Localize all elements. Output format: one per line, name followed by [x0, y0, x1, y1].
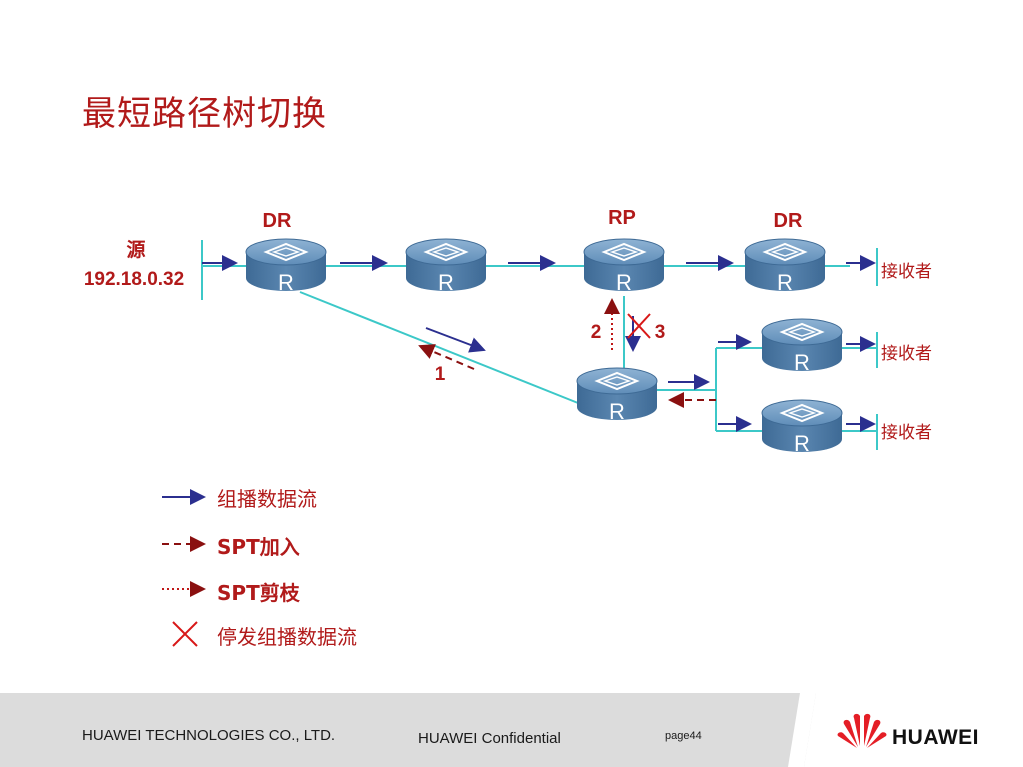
receiver-1-label: 接收者 — [881, 262, 932, 282]
huawei-logo-icon — [837, 713, 887, 748]
dr-right-label: DR — [774, 210, 803, 232]
step-3-label: 3 — [655, 322, 666, 343]
page-title: 最短路径树切换 — [82, 94, 327, 134]
footer-divider — [788, 693, 1023, 767]
multicast-flow-arrows — [202, 255, 876, 432]
router-receiver-2: R — [761, 318, 843, 375]
router-dr-left: R — [245, 238, 327, 295]
svg-text:R: R — [609, 399, 625, 424]
spt-join-arrows — [418, 344, 716, 408]
footer-company: HUAWEI TECHNOLOGIES CO., LTD. — [82, 727, 336, 744]
legend-item-multicast: 组播数据流 — [217, 487, 317, 511]
svg-text:R: R — [278, 270, 294, 295]
step-1-label: 1 — [435, 364, 446, 385]
legend: 组播数据流 SPT加入 SPT剪枝 停发组播数据流 — [162, 487, 357, 649]
router-middle: R — [405, 238, 487, 295]
step-2-label: 2 — [591, 322, 602, 343]
rp-label: RP — [608, 207, 636, 229]
svg-text:R: R — [777, 270, 793, 295]
legend-item-stop: 停发组播数据流 — [217, 625, 357, 649]
source-label: 源 — [126, 238, 145, 261]
router-receiver-3: R — [761, 399, 843, 456]
footer-confidential: HUAWEI Confidential — [418, 730, 561, 747]
router-dr-right: R — [744, 238, 826, 295]
router-rp: R — [583, 238, 665, 295]
router-branch: R — [576, 367, 658, 424]
svg-text:R: R — [794, 350, 810, 375]
receiver-2-label: 接收者 — [881, 344, 932, 364]
receiver-3-label: 接收者 — [881, 423, 932, 443]
dr-left-label: DR — [263, 210, 292, 232]
legend-item-spt-prune: SPT剪枝 — [217, 581, 301, 605]
legend-item-spt-join: SPT加入 — [217, 535, 300, 559]
svg-text:R: R — [438, 270, 454, 295]
footer: HUAWEI TECHNOLOGIES CO., LTD. HUAWEI Con… — [0, 693, 1023, 767]
spt-switch-diagram: R R R R R R R DR RP DR 源 192.18.0.32 1 2… — [84, 207, 932, 649]
stop-x-icon — [627, 313, 651, 339]
svg-text:R: R — [616, 270, 632, 295]
footer-brand: HUAWEI — [892, 726, 979, 749]
source-ip: 192.18.0.32 — [84, 269, 184, 290]
footer-page-number: page44 — [665, 730, 702, 742]
svg-text:R: R — [794, 431, 810, 456]
red-x-icon — [172, 621, 198, 647]
